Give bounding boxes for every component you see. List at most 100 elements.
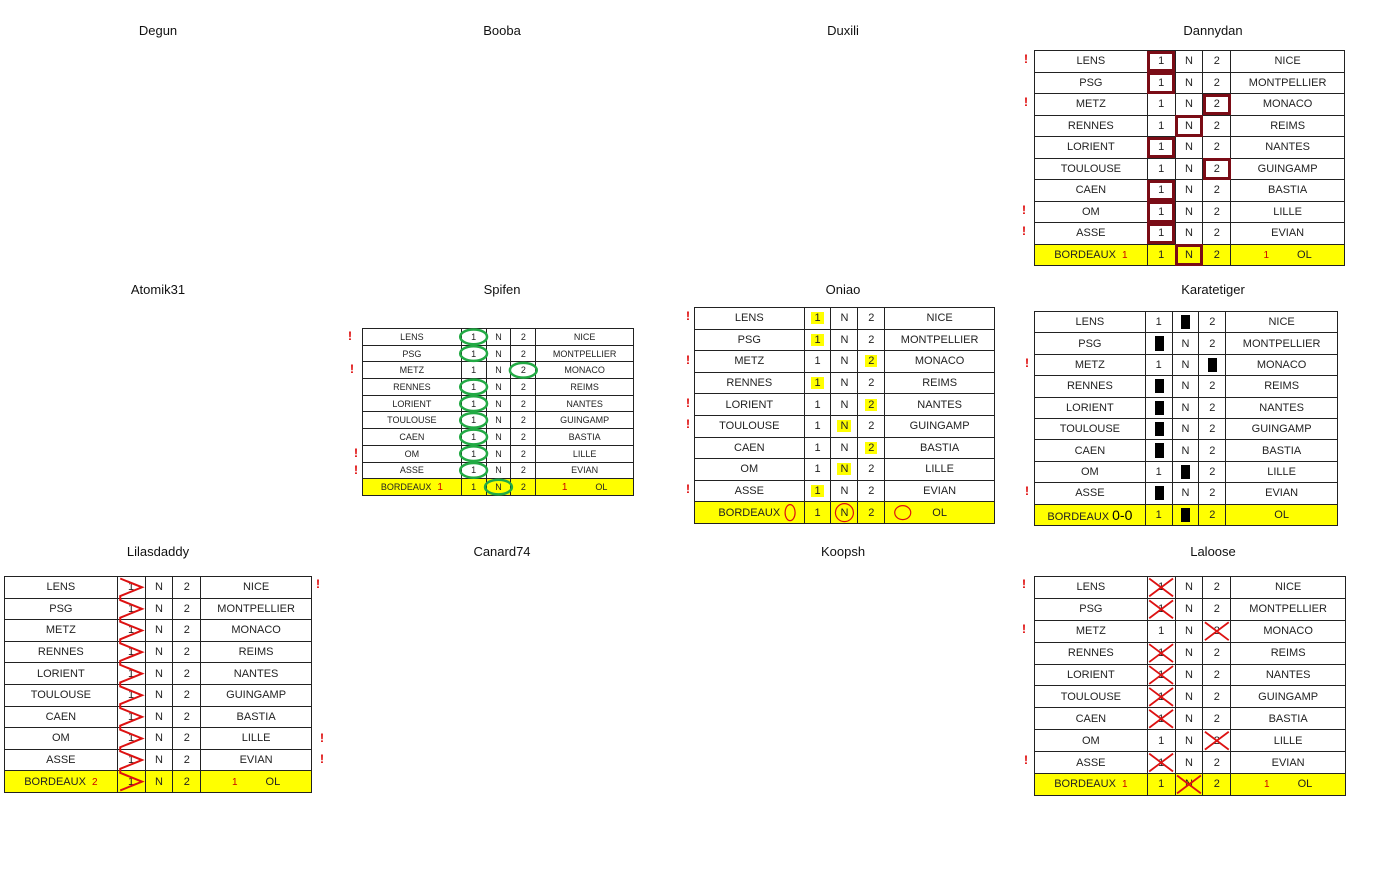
pick-cell-2[interactable]: 2 (1198, 417, 1227, 441)
pick-cell-2[interactable]: 2 (1202, 114, 1232, 137)
pick-cell-N[interactable]: N (144, 705, 174, 729)
pick-cell-2[interactable]: 2 (857, 458, 886, 481)
pick-cell-1[interactable]: 1 (1144, 353, 1173, 377)
pick-cell-1[interactable]: 1 (116, 770, 146, 793)
pick-cell-1[interactable]: 1 (116, 662, 146, 685)
pick-cell-2[interactable]: 2 (172, 597, 202, 621)
pick-cell-2[interactable]: 2 (1198, 396, 1227, 419)
pick-cell-1[interactable]: 1 (1146, 685, 1176, 709)
pick-cell-N[interactable]: N (1171, 460, 1200, 484)
pick-cell-1[interactable]: 1 (116, 727, 146, 750)
pick-cell-2[interactable]: 2 (1202, 751, 1232, 775)
pick-cell-N[interactable]: N (1171, 396, 1200, 419)
pick-cell-1[interactable]: 1 (116, 597, 146, 621)
pick-cell-N[interactable]: N (830, 371, 859, 395)
pick-cell-2[interactable]: 2 (172, 619, 202, 642)
pick-cell-2[interactable]: 2 (857, 307, 886, 330)
pick-cell-N[interactable]: N (1174, 729, 1204, 753)
pick-cell-2[interactable]: 2 (1198, 353, 1227, 377)
pick-cell-2[interactable]: 2 (1202, 619, 1232, 643)
pick-cell-2[interactable]: 2 (1202, 685, 1232, 709)
pick-cell-1[interactable]: 1 (803, 436, 832, 460)
pick-cell-2[interactable]: 2 (1198, 332, 1227, 355)
pick-cell-N[interactable]: N (830, 307, 859, 330)
pick-cell-N[interactable]: N (1174, 50, 1204, 73)
pick-cell-2[interactable]: 2 (1198, 439, 1227, 462)
pick-cell-1[interactable]: 1 (460, 428, 487, 446)
pick-cell-N[interactable]: N (485, 478, 512, 496)
pick-cell-1[interactable]: 1 (460, 344, 487, 363)
pick-cell-N[interactable]: N (1171, 503, 1200, 526)
pick-cell-N[interactable]: N (485, 411, 512, 430)
pick-cell-N[interactable]: N (830, 393, 859, 416)
pick-cell-1[interactable]: 1 (1146, 729, 1176, 753)
pick-cell-1[interactable]: 1 (803, 328, 832, 352)
pick-cell-2[interactable]: 2 (1198, 310, 1227, 334)
pick-cell-N[interactable]: N (485, 328, 512, 346)
pick-cell-2[interactable]: 2 (857, 479, 886, 503)
pick-cell-2[interactable]: 2 (1202, 200, 1232, 223)
pick-cell-N[interactable]: N (1171, 417, 1200, 441)
pick-cell-1[interactable]: 1 (1144, 439, 1173, 462)
pick-cell-2[interactable]: 2 (1202, 663, 1232, 687)
pick-cell-N[interactable]: N (1174, 597, 1204, 621)
pick-cell-N[interactable]: N (830, 458, 859, 481)
pick-cell-1[interactable]: 1 (116, 640, 146, 664)
pick-cell-1[interactable]: 1 (803, 371, 832, 395)
pick-cell-N[interactable]: N (830, 436, 859, 460)
pick-cell-1[interactable]: 1 (803, 393, 832, 416)
pick-cell-N[interactable]: N (1174, 93, 1204, 116)
pick-cell-N[interactable]: N (830, 328, 859, 352)
pick-cell-2[interactable]: 2 (857, 436, 886, 460)
pick-cell-N[interactable]: N (144, 597, 174, 621)
pick-cell-1[interactable]: 1 (1146, 773, 1176, 796)
pick-cell-1[interactable]: 1 (1144, 460, 1173, 484)
pick-cell-2[interactable]: 2 (857, 328, 886, 352)
pick-cell-1[interactable]: 1 (1144, 310, 1173, 334)
pick-cell-2[interactable]: 2 (1202, 222, 1232, 245)
pick-cell-N[interactable]: N (1174, 773, 1204, 796)
pick-cell-N[interactable]: N (830, 479, 859, 503)
pick-cell-1[interactable]: 1 (460, 394, 487, 413)
pick-cell-1[interactable]: 1 (116, 683, 146, 707)
pick-cell-N[interactable]: N (144, 727, 174, 750)
pick-cell-N[interactable]: N (1174, 114, 1204, 137)
pick-cell-1[interactable]: 1 (1146, 751, 1176, 775)
pick-cell-2[interactable]: 2 (857, 371, 886, 395)
pick-cell-N[interactable]: N (1171, 353, 1200, 377)
pick-cell-N[interactable]: N (485, 394, 512, 413)
pick-cell-1[interactable]: 1 (1146, 157, 1176, 180)
pick-cell-2[interactable]: 2 (510, 344, 537, 363)
pick-cell-2[interactable]: 2 (172, 770, 202, 793)
pick-cell-N[interactable]: N (144, 683, 174, 707)
pick-cell-N[interactable]: N (1174, 222, 1204, 245)
pick-cell-N[interactable]: N (485, 361, 512, 380)
pick-cell-1[interactable]: 1 (460, 444, 487, 463)
pick-cell-N[interactable]: N (830, 501, 859, 524)
pick-cell-N[interactable]: N (144, 640, 174, 664)
pick-cell-N[interactable]: N (1171, 482, 1200, 505)
pick-cell-1[interactable]: 1 (460, 478, 487, 496)
pick-cell-1[interactable]: 1 (460, 378, 487, 396)
pick-cell-1[interactable]: 1 (803, 414, 832, 438)
pick-cell-N[interactable]: N (1171, 375, 1200, 398)
pick-cell-N[interactable]: N (1171, 332, 1200, 355)
pick-cell-1[interactable]: 1 (1146, 50, 1176, 73)
pick-cell-N[interactable]: N (1174, 641, 1204, 665)
pick-cell-2[interactable]: 2 (1198, 482, 1227, 505)
pick-cell-1[interactable]: 1 (116, 619, 146, 642)
pick-cell-2[interactable]: 2 (1202, 243, 1232, 266)
pick-cell-1[interactable]: 1 (1146, 663, 1176, 687)
pick-cell-2[interactable]: 2 (1202, 93, 1232, 116)
pick-cell-2[interactable]: 2 (172, 640, 202, 664)
pick-cell-1[interactable]: 1 (1146, 114, 1176, 137)
pick-cell-2[interactable]: 2 (1202, 179, 1232, 202)
pick-cell-N[interactable]: N (144, 576, 174, 599)
pick-cell-1[interactable]: 1 (803, 458, 832, 481)
pick-cell-2[interactable]: 2 (1202, 707, 1232, 731)
pick-cell-N[interactable]: N (485, 344, 512, 363)
pick-cell-N[interactable]: N (1174, 71, 1204, 94)
pick-cell-1[interactable]: 1 (1146, 619, 1176, 643)
pick-cell-1[interactable]: 1 (116, 576, 146, 599)
pick-cell-1[interactable]: 1 (116, 705, 146, 729)
